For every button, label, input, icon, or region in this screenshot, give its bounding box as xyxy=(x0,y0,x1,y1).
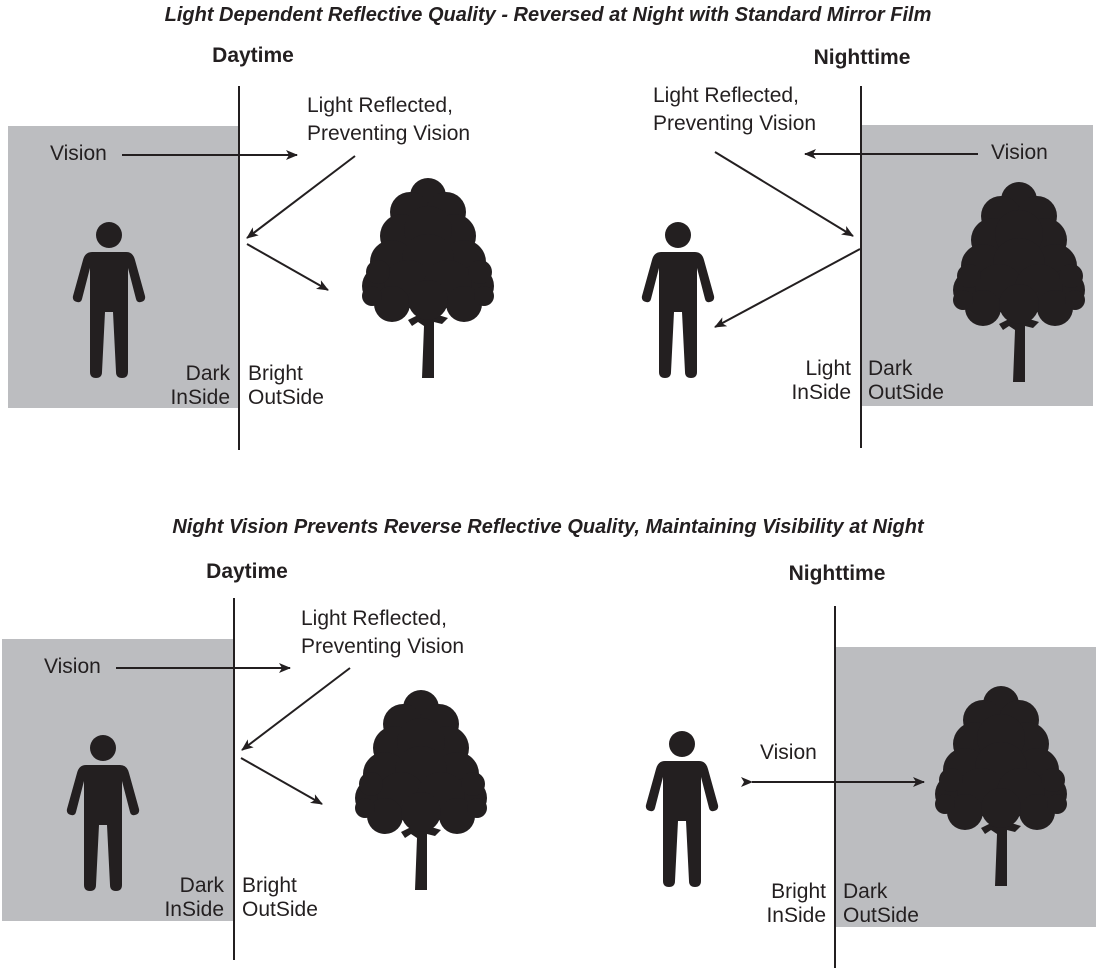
top-day-inside-label-2: InSide xyxy=(170,386,230,409)
bottom-day-outside-label-2: OutSide xyxy=(242,898,318,921)
bottom-day-heading: Daytime xyxy=(206,560,288,583)
bottom-day-window xyxy=(233,598,235,960)
bottom-day-inside-label-2: InSide xyxy=(164,898,224,921)
bottom-day-outside-label-1: Bright xyxy=(242,874,297,897)
tree-icon xyxy=(935,686,1067,886)
bottom-day-reflect-label-2: Preventing Vision xyxy=(301,635,465,658)
arrow-icon xyxy=(240,757,323,805)
top-day-vision-label: Vision xyxy=(50,142,107,165)
top-day-reflect-label-1: Light Reflected, xyxy=(307,94,453,117)
bottom-day-inside-label-1: Dark xyxy=(179,874,224,897)
tree-icon xyxy=(355,690,487,890)
top-night-outside-label-1: Dark xyxy=(868,357,913,380)
top-night-reflect-label-2: Preventing Vision xyxy=(653,112,817,135)
bottom-section-title: Night Vision Prevents Reverse Reflective… xyxy=(172,516,924,538)
tree-icon xyxy=(953,182,1085,382)
tree-icon xyxy=(362,178,494,378)
person-icon xyxy=(72,222,146,378)
bottom-night-window xyxy=(834,606,836,968)
top-day-window xyxy=(238,86,240,450)
top-night-inside-label-2: InSide xyxy=(791,381,851,404)
arrow-icon xyxy=(246,155,356,239)
top-night-inside-label-1: Light xyxy=(805,357,851,380)
arrow-icon xyxy=(241,667,351,751)
top-day-reflect-label-2: Preventing Vision xyxy=(307,122,471,145)
arrow-icon xyxy=(714,151,854,237)
bottom-night-heading: Nighttime xyxy=(788,562,886,585)
top-night-window xyxy=(860,86,862,448)
arrow-icon xyxy=(246,243,329,291)
bottom-night-inside-label-2: InSide xyxy=(766,904,826,927)
top-night-outside-label-2: OutSide xyxy=(868,381,944,404)
arrow-icon xyxy=(714,248,861,328)
top-day-outside-label-1: Bright xyxy=(248,362,303,385)
person-icon xyxy=(645,731,719,887)
top-day-heading: Daytime xyxy=(212,44,294,67)
bottom-night-vision-label: Vision xyxy=(760,741,817,764)
person-icon xyxy=(66,735,140,891)
bottom-night-outside-label-2: OutSide xyxy=(843,904,919,927)
top-day-inside-label-1: Dark xyxy=(185,362,230,385)
top-night-heading: Nighttime xyxy=(813,46,911,69)
bottom-day-reflect-label-1: Light Reflected, xyxy=(301,607,447,630)
person-icon xyxy=(641,222,715,378)
bottom-night-inside-label-1: Bright xyxy=(771,880,826,903)
bottom-night-outside-label-1: Dark xyxy=(843,880,888,903)
bottom-day-vision-label: Vision xyxy=(44,655,101,678)
top-night-vision-label: Vision xyxy=(991,141,1048,164)
top-section-title: Light Dependent Reflective Quality - Rev… xyxy=(164,4,932,26)
top-day-outside-label-2: OutSide xyxy=(248,386,324,409)
top-night-reflect-label-1: Light Reflected, xyxy=(653,84,799,107)
